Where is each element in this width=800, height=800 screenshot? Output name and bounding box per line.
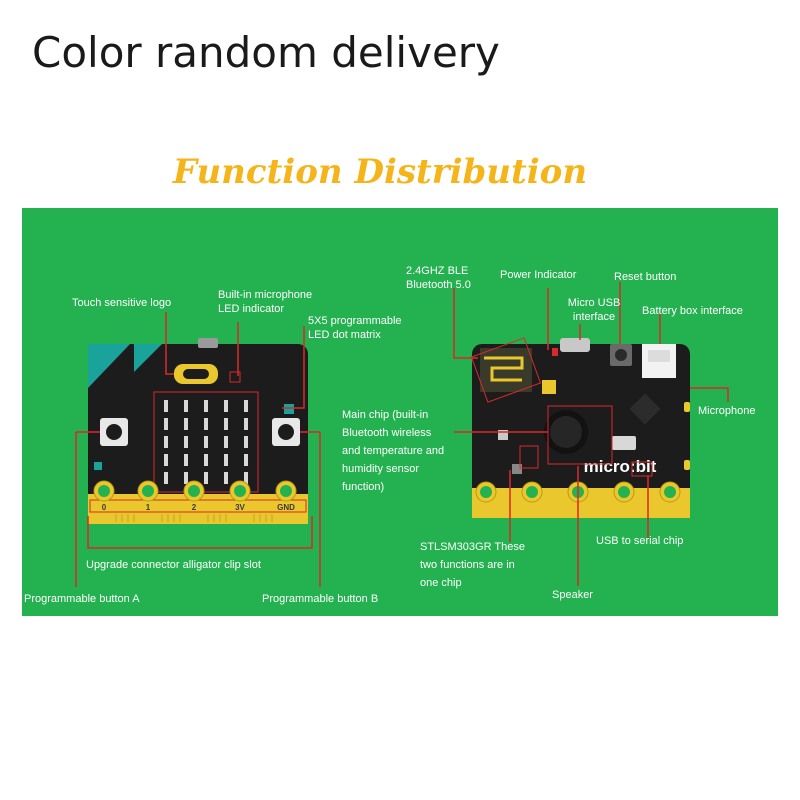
label-stl-2: two functions are in: [420, 559, 515, 571]
led-matrix: [164, 400, 248, 484]
label-led-matrix-1: 5X5 programmable: [308, 315, 402, 327]
label-mic-led-2: LED indicator: [218, 303, 285, 315]
diagram-subtitle: Function Distribution: [172, 152, 588, 192]
label-button-b: Programmable button B: [262, 593, 379, 605]
label-ble-2: Bluetooth 5.0: [406, 279, 471, 291]
label-led-matrix-2: LED dot matrix: [308, 329, 381, 341]
back-board: micro:bit: [470, 337, 690, 518]
label-main-chip-5: function): [342, 481, 385, 493]
pin-label-3v: 3V: [235, 503, 245, 512]
front-board: 0 1 2 3V GND: [88, 338, 308, 524]
label-main-chip-4: humidity sensor: [342, 463, 420, 475]
header-title: Color random delivery: [32, 28, 500, 77]
pin-label-2: 2: [192, 503, 197, 512]
label-button-a: Programmable button A: [24, 593, 140, 605]
label-ble-1: 2.4GHZ BLE: [406, 265, 469, 277]
label-touch-logo: Touch sensitive logo: [72, 297, 172, 309]
board-illustrations: 0 1 2 3V GND micro:bit: [75, 282, 729, 587]
label-micro-usb-1: Micro USB: [567, 297, 621, 309]
label-speaker: Speaker: [552, 589, 593, 601]
label-usb-serial: USB to serial chip: [596, 535, 684, 547]
label-mic-led-1: Built-in microphone: [218, 289, 313, 301]
label-micro-usb-2: interface: [572, 311, 616, 323]
label-main-chip-3: and temperature and: [342, 445, 445, 457]
label-main-chip-1: Main chip (built-in: [342, 409, 429, 421]
label-reset-button: Reset button: [614, 271, 677, 283]
label-stl-1: STLSM303GR These: [420, 541, 525, 553]
label-power-indicator: Power Indicator: [500, 269, 577, 281]
pin-label-1: 1: [146, 503, 151, 512]
label-alligator-slot: Upgrade connector alligator clip slot: [86, 559, 261, 571]
leader-lines: [75, 282, 729, 587]
diagram-panel: 0 1 2 3V GND micro:bit: [22, 208, 778, 616]
label-main-chip-2: Bluetooth wireless: [342, 427, 432, 439]
label-stl-3: one chip: [420, 577, 462, 589]
pin-label-0: 0: [102, 503, 107, 512]
brand-logo: micro:bit: [584, 457, 657, 476]
pin-label-gnd: GND: [277, 503, 295, 512]
label-battery-box: Battery box interface: [642, 305, 743, 317]
label-microphone: Microphone: [698, 405, 756, 417]
